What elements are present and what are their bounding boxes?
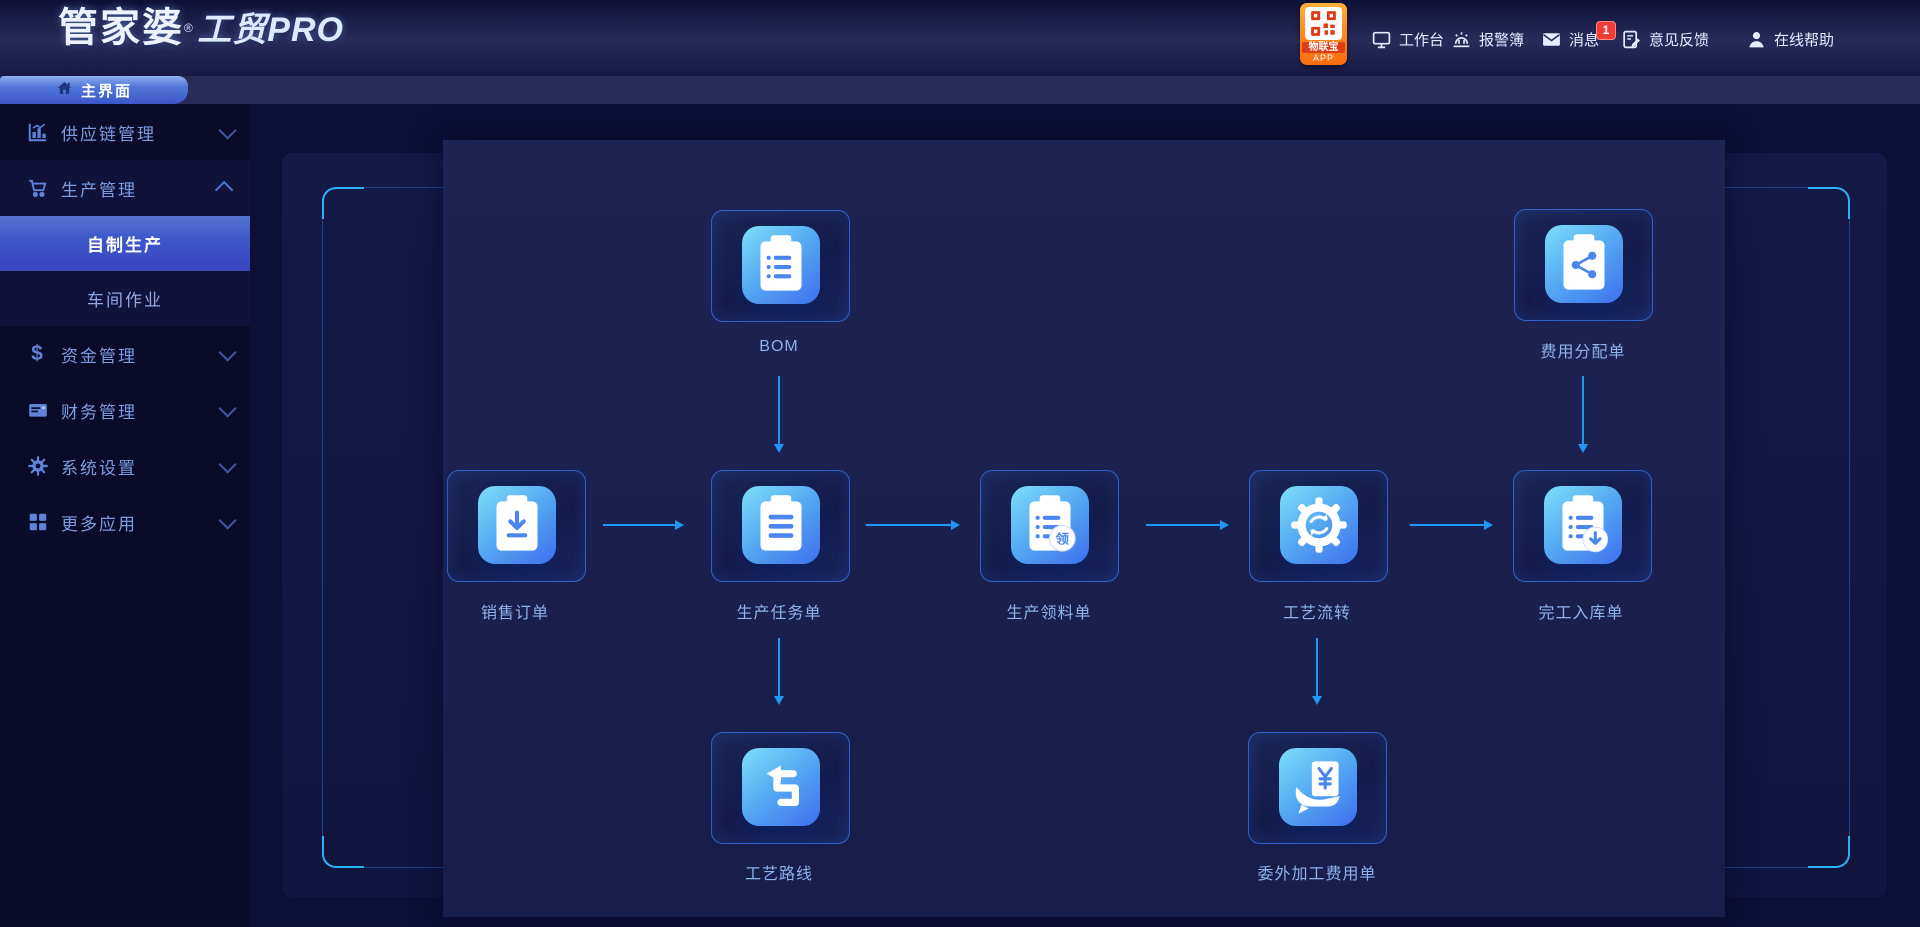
sidebar-item-label: 供应链管理: [61, 124, 156, 144]
sidebar-item-finance[interactable]: 财务管理: [0, 382, 250, 438]
tab-main-screen[interactable]: 主界面: [0, 76, 188, 104]
flow-node-label-production-task: 生产任务单: [736, 605, 822, 622]
flow-node-label-outsourcing-expense: 委外加工费用单: [1257, 866, 1377, 883]
qr-code-icon: [1305, 7, 1342, 40]
monitor-icon: [1371, 29, 1392, 50]
app-badge-line1: 物联宝: [1302, 42, 1345, 53]
chevron-down-icon: [218, 398, 237, 418]
flow-node-label-sales-order: 销售订单: [480, 605, 550, 622]
frame-corner-accent: [322, 836, 364, 868]
arrow-material-to-flow: [1146, 520, 1229, 530]
nav-alarm-book-label: 报警簿: [1479, 31, 1525, 49]
nav-workbench[interactable]: 工作台: [1371, 26, 1444, 52]
sidebar-subitem-label: 自制生产: [87, 236, 163, 255]
sidebar-item-production[interactable]: 生产管理: [0, 160, 250, 216]
chart-icon: [27, 121, 49, 143]
logo-brand-text: 管家婆: [58, 6, 184, 50]
arrow-expense-to-finished: [1578, 376, 1588, 453]
clipboard-lines-icon: [741, 486, 820, 564]
flow-node-label-material-requisition: 生产领料单: [1006, 605, 1092, 622]
clipboard-share-icon: [1544, 225, 1623, 303]
sidebar-subitem-workshop[interactable]: 车间作业: [0, 271, 250, 326]
chevron-up-icon: [214, 180, 234, 199]
dollar-icon: $: [31, 342, 45, 365]
clipboard-badge-icon: 领: [1010, 486, 1089, 564]
arrow-task-to-route: [774, 638, 784, 705]
app-badge-line2: APP: [1312, 53, 1334, 63]
gear-icon: [27, 455, 49, 477]
route-icon: [741, 748, 820, 826]
mail-icon: [1541, 29, 1562, 50]
flow-node-label-finished-warehousing: 完工入库单: [1538, 605, 1624, 622]
flow-node-sales-order[interactable]: [447, 470, 586, 582]
sidebar-item-label: 财务管理: [61, 402, 137, 422]
card-icon: [27, 399, 49, 421]
sidebar: 供应链管理 生产管理 自制生产 车间作业 $ 资金管理: [0, 104, 250, 927]
arrow-flow-to-outsourcing: [1312, 638, 1322, 705]
arrow-task-to-material: [866, 520, 960, 530]
chevron-down-icon: [218, 454, 237, 474]
nav-feedback[interactable]: 意见反馈: [1621, 26, 1709, 52]
iot-app-badge[interactable]: 物联宝 APP: [1300, 3, 1347, 65]
sidebar-item-settings[interactable]: 系统设置: [0, 438, 250, 494]
flow-node-finished-warehousing[interactable]: [1513, 470, 1652, 582]
flow-node-expense-allocation[interactable]: [1514, 209, 1653, 321]
flow-node-process-route[interactable]: [711, 732, 850, 844]
flow-node-label-expense-allocation: 费用分配单: [1540, 344, 1626, 361]
frame-corner-accent: [1808, 836, 1850, 868]
tab-main-screen-label: 主界面: [80, 82, 132, 100]
sidebar-item-label: 生产管理: [61, 180, 137, 200]
grid-icon: [27, 511, 49, 533]
sidebar-item-more-apps[interactable]: 更多应用: [0, 494, 250, 550]
sidebar-subitem-label: 车间作业: [87, 291, 163, 310]
clipboard-list-icon: [741, 226, 820, 304]
flow-node-production-task[interactable]: [711, 470, 850, 582]
frame-corner-accent: [322, 187, 364, 219]
sidebar-subitem-self-production[interactable]: 自制生产: [0, 216, 250, 271]
nav-workbench-label: 工作台: [1399, 31, 1445, 49]
nav-online-help[interactable]: 在线帮助: [1746, 26, 1834, 52]
nav-messages[interactable]: 消息: [1541, 26, 1599, 52]
chevron-down-icon: [218, 342, 237, 362]
sidebar-group-production: 生产管理 自制生产 车间作业: [0, 160, 250, 326]
arrow-flow-to-finished: [1410, 520, 1493, 530]
flow-node-label-bom: BOM: [759, 338, 799, 355]
tab-bar: 主界面: [0, 76, 1920, 104]
chevron-down-icon: [218, 120, 237, 140]
arrow-sales-to-task: [603, 520, 684, 530]
gear-cycle-icon: [1279, 486, 1358, 564]
svg-text:领: 领: [1055, 530, 1069, 546]
logo-product-text: 工贸PRO: [197, 11, 344, 49]
nav-feedback-label: 意见反馈: [1649, 31, 1710, 49]
nav-online-help-label: 在线帮助: [1774, 31, 1835, 49]
flow-node-material-requisition[interactable]: 领: [980, 470, 1119, 582]
clipboard-inbound-icon: [1543, 486, 1622, 564]
home-icon: [56, 80, 73, 100]
hand-yuan-icon: [1278, 748, 1357, 826]
app-logo: 管家婆® 工贸PRO: [58, 8, 344, 57]
chevron-down-icon: [218, 510, 237, 530]
sidebar-item-supply-chain[interactable]: 供应链管理: [0, 104, 250, 160]
messages-count-badge: 1: [1596, 21, 1616, 40]
sidebar-item-label: 资金管理: [61, 346, 137, 366]
sidebar-item-label: 系统设置: [61, 458, 137, 478]
sidebar-item-label: 更多应用: [61, 514, 137, 534]
user-icon: [1746, 29, 1767, 50]
cart-icon: [27, 177, 49, 199]
nav-messages-label: 消息: [1569, 31, 1600, 49]
feedback-icon: [1621, 29, 1642, 50]
alarm-icon: [1451, 29, 1472, 50]
app-header: 管家婆® 工贸PRO 管家婆 工贸PRO 物联宝 APP 工作: [0, 0, 1920, 79]
frame-corner-accent: [1808, 187, 1850, 219]
flow-node-outsourcing-expense[interactable]: [1248, 732, 1387, 844]
flow-node-label-process-flow: 工艺流转: [1282, 605, 1352, 622]
flow-node-process-flow[interactable]: [1249, 470, 1388, 582]
flow-node-bom[interactable]: [711, 210, 850, 322]
arrow-bom-to-task: [774, 376, 784, 453]
logo-registered-mark: ®: [184, 21, 193, 35]
flow-node-label-process-route: 工艺路线: [744, 866, 814, 883]
nav-alarm-book[interactable]: 报警簿: [1451, 26, 1524, 52]
clipboard-download-icon: [477, 486, 556, 564]
sidebar-item-funds[interactable]: $ 资金管理: [0, 326, 250, 382]
